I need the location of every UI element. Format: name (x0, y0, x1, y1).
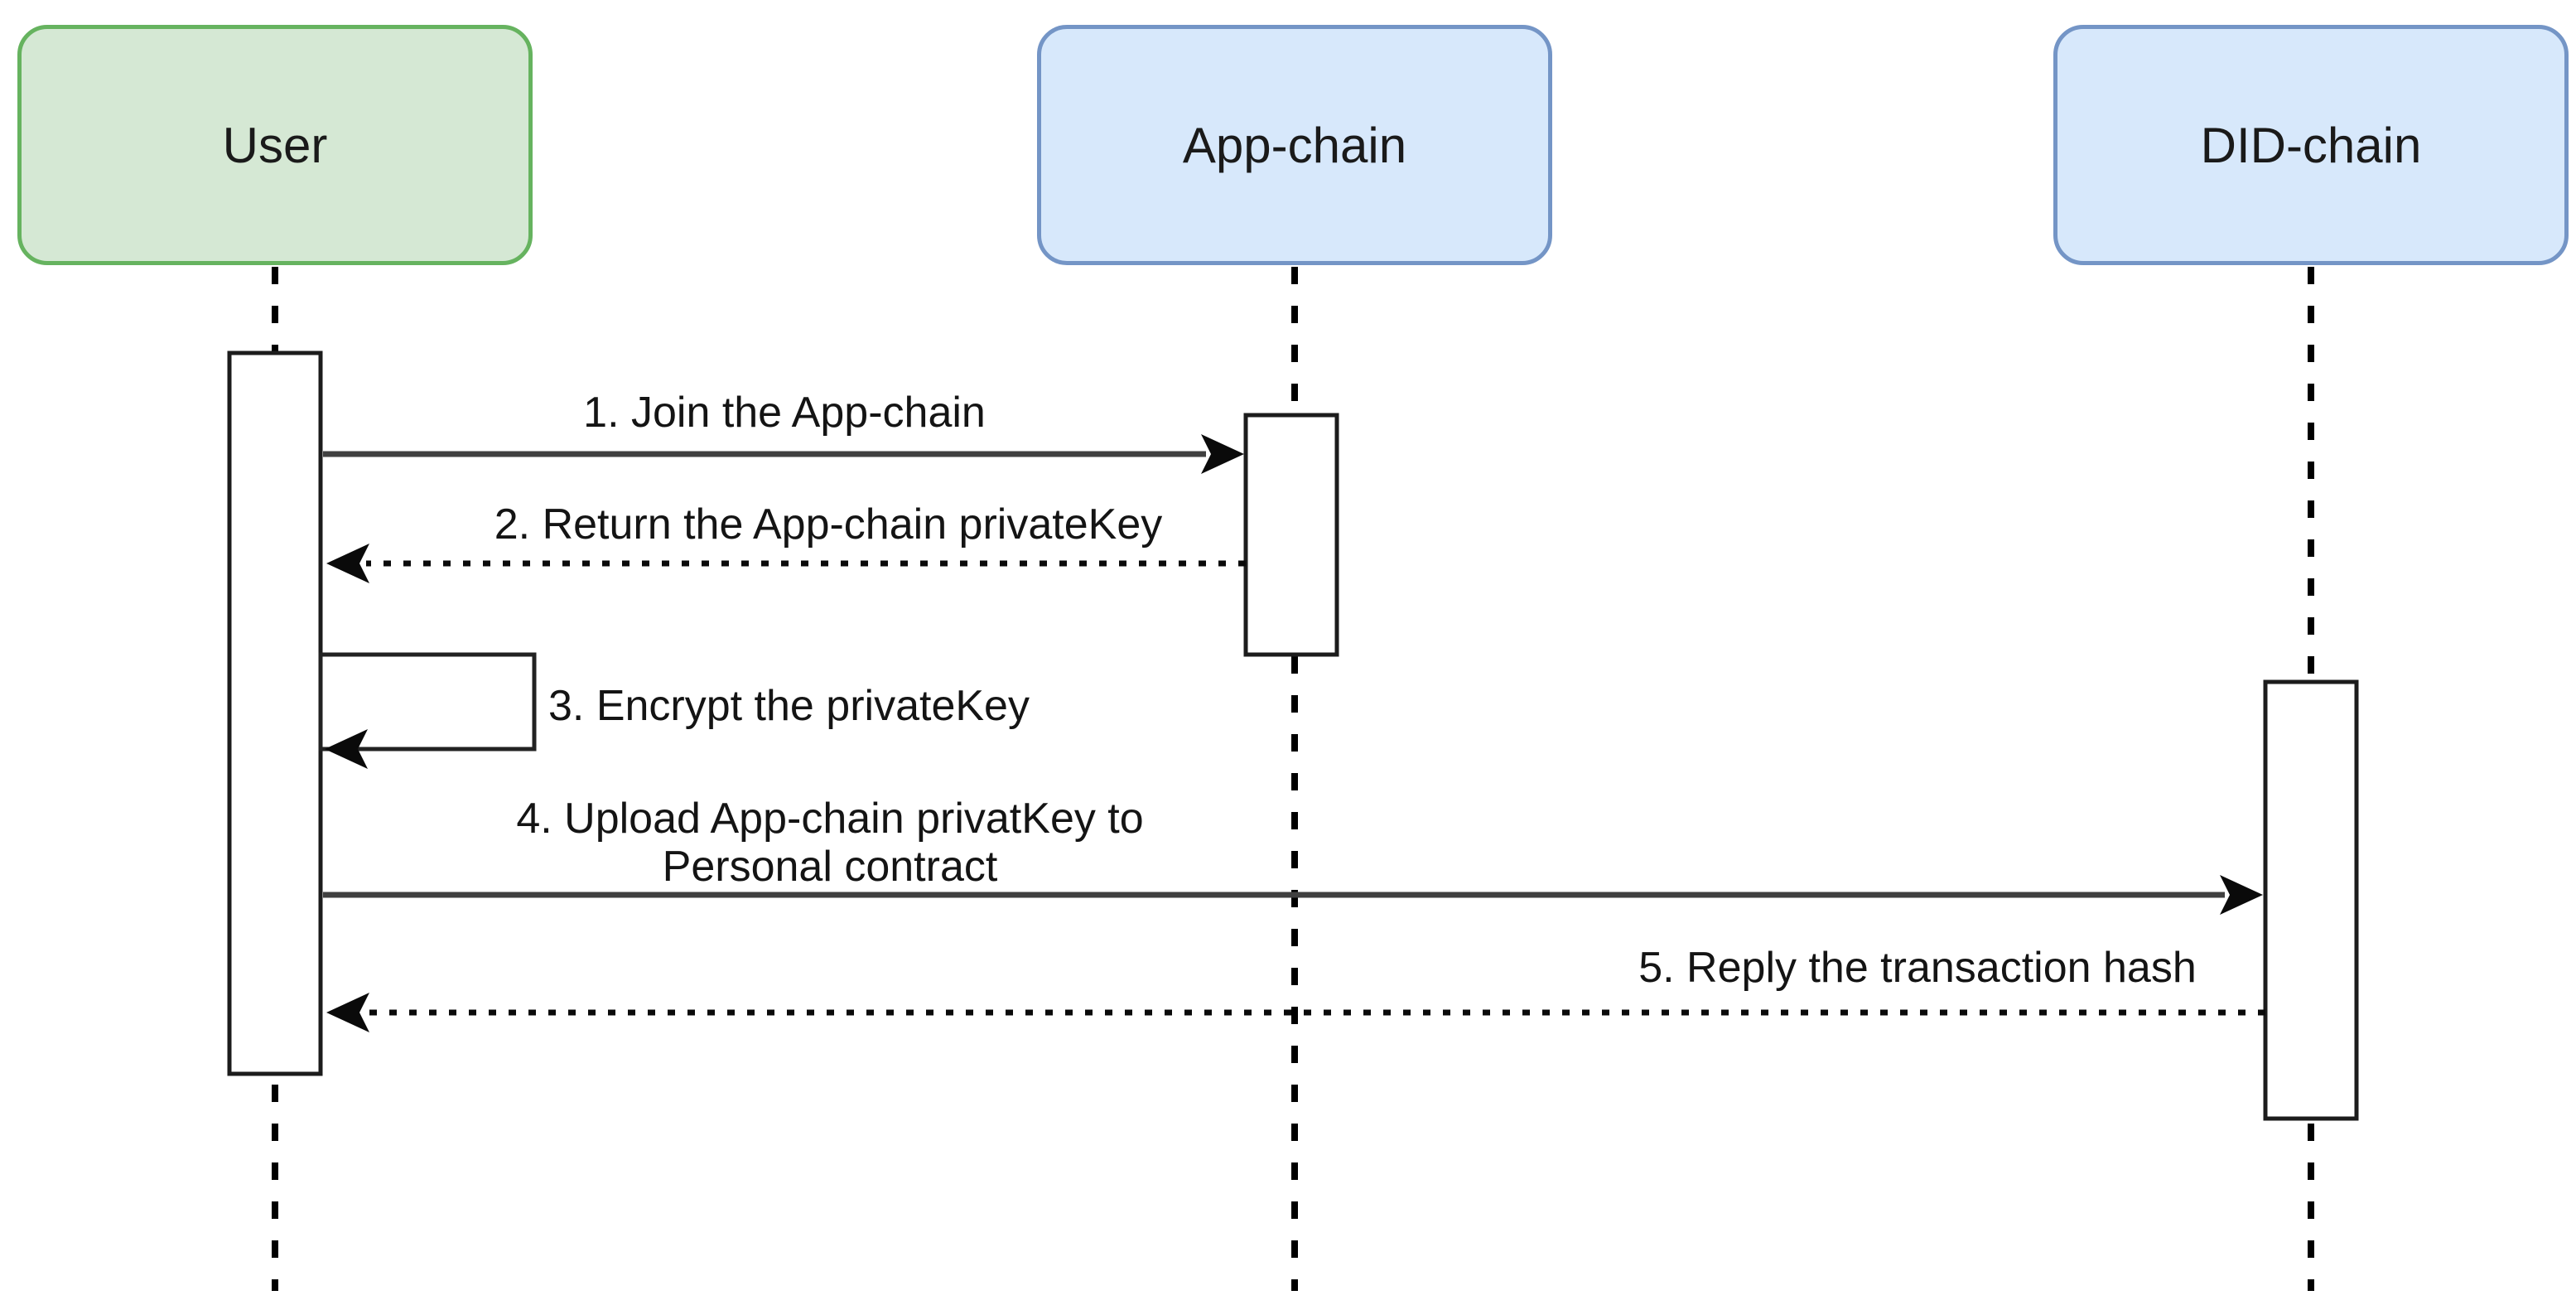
message-5-label: 5. Reply the transaction hash (1638, 944, 2197, 992)
participant-did-chain: DID-chain (2053, 25, 2569, 265)
message-4-label: 4. Upload App-chain privatKey to Persona… (516, 795, 1143, 891)
message-5-arrowhead (326, 993, 369, 1032)
message-3-label: 3. Encrypt the privateKey (548, 682, 1030, 730)
message-3-arrowhead (325, 729, 368, 769)
activation-bar-user (227, 350, 323, 1076)
participant-did-chain-label: DID-chain (2200, 117, 2422, 173)
message-1-label: 1. Join the App-chain (583, 389, 986, 437)
message-1-arrowhead (1201, 434, 1244, 474)
participant-app-chain-label: App-chain (1182, 117, 1407, 173)
message-3-self-call-box (318, 652, 537, 752)
activation-bar-app-chain (1243, 413, 1339, 657)
participant-user: User (17, 25, 533, 265)
message-4-arrowhead (2220, 875, 2263, 915)
message-2-label: 2. Return the App-chain privateKey (494, 500, 1163, 549)
message-2-arrowhead (326, 544, 369, 583)
message-4-label-line-1: 4. Upload App-chain privatKey to (516, 795, 1144, 843)
message-4-label-line-2: Personal contract (662, 843, 998, 891)
participant-user-label: User (222, 117, 328, 173)
participant-app-chain: App-chain (1037, 25, 1552, 265)
activation-bar-did-chain (2263, 679, 2359, 1121)
